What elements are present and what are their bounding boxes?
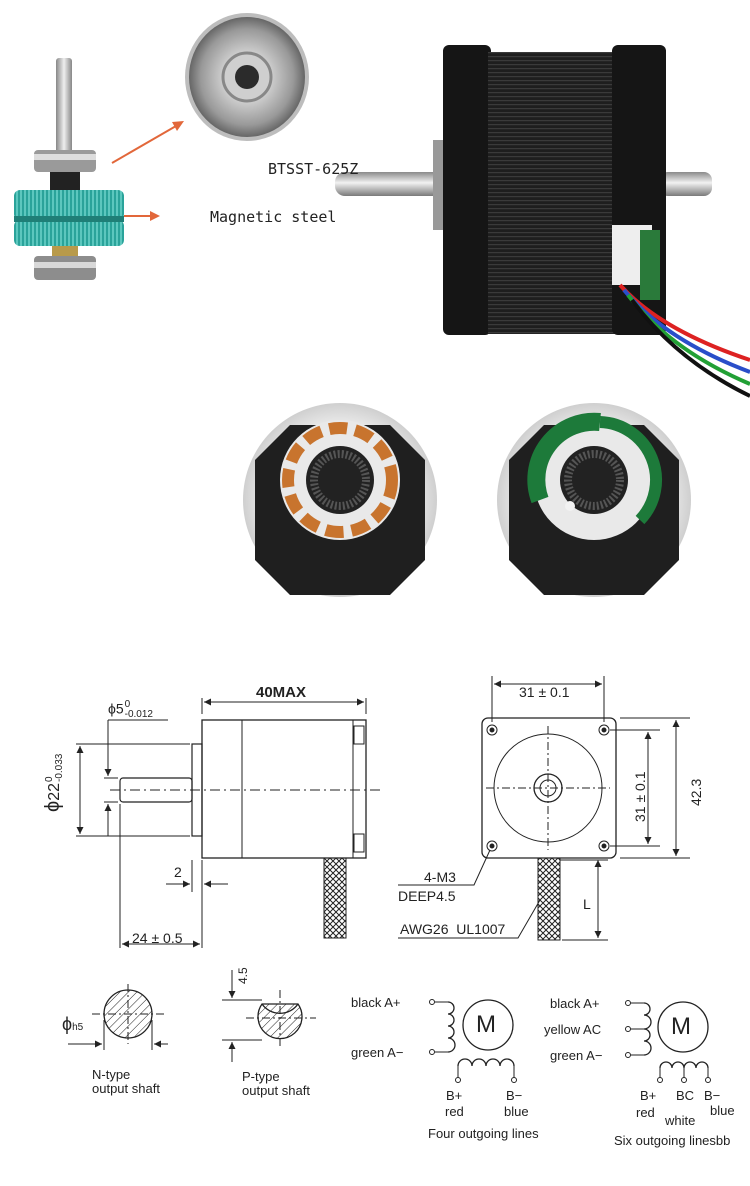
dim-shaft-length: 24 ± 0.5 <box>132 930 183 946</box>
bearing-photo <box>185 13 309 141</box>
w4-b-plus-color: red <box>445 1104 464 1119</box>
stator-photo-right <box>497 403 691 597</box>
n-type-shaft <box>68 984 168 1050</box>
rotor-assembly <box>14 58 124 280</box>
w4-a-minus: green A− <box>351 1045 404 1060</box>
w6-a-minus: green A− <box>550 1048 603 1063</box>
w4-b-minus-color: blue <box>504 1104 529 1119</box>
label-screws: 4-M3 <box>424 869 456 885</box>
n-type-dia: ϕh5 <box>62 1014 84 1034</box>
w6-a-plus: black A+ <box>550 996 600 1011</box>
magnet-label: Magnetic steel <box>210 208 337 226</box>
w6-b-minus: B− <box>704 1088 721 1103</box>
w4-motor-symbol: M <box>476 1011 496 1038</box>
wiring-diagram-6 <box>625 1000 711 1083</box>
w6-b-plus-color: red <box>636 1105 655 1120</box>
w6-bc: BC <box>676 1088 695 1103</box>
bearing-label: BTSST-625Z <box>268 160 359 178</box>
w4-b-plus: B+ <box>446 1088 463 1103</box>
dim-hole-pitch-h: 31 ± 0.1 <box>632 771 648 823</box>
p-type-caption: P-type output shaft <box>242 1069 310 1098</box>
photo-section <box>14 13 750 597</box>
p-type-flat: 4.5 <box>236 967 250 984</box>
p-type-shaft <box>222 970 316 1062</box>
arrow-to-magnet <box>124 211 160 221</box>
label-wire: AWG26 UL1007 <box>400 921 506 937</box>
stator-photo-left <box>243 403 437 597</box>
dim-hole-pitch-w: 31 ± 0.1 <box>519 684 570 700</box>
w6-bc-color: white <box>665 1113 696 1128</box>
w4-caption: Four outgoing lines <box>428 1126 539 1141</box>
label-depth: DEEP4.5 <box>398 888 456 904</box>
arrow-to-bearing <box>111 121 184 164</box>
dim-length: 40MAX <box>256 684 307 701</box>
w6-caption: Six outgoing linesbb <box>614 1133 731 1148</box>
wiring-diagram-4 <box>429 999 517 1083</box>
n-type-caption: N-type output shaft <box>92 1067 160 1096</box>
w6-ac: yellow AC <box>544 1022 602 1037</box>
w6-b-plus: B+ <box>640 1088 657 1103</box>
w6-motor-symbol: M <box>671 1013 691 1040</box>
dim-flange: 2 <box>174 864 182 880</box>
dim-lead-length: L <box>583 896 591 912</box>
front-view <box>398 676 690 941</box>
dim-size: 42.3 <box>688 778 704 806</box>
side-view <box>76 698 380 948</box>
w4-b-minus: B− <box>506 1088 523 1103</box>
w6-b-minus-color: blue <box>710 1103 735 1118</box>
stepper-motor-photo <box>335 45 750 398</box>
w4-a-plus: black A+ <box>351 995 401 1010</box>
